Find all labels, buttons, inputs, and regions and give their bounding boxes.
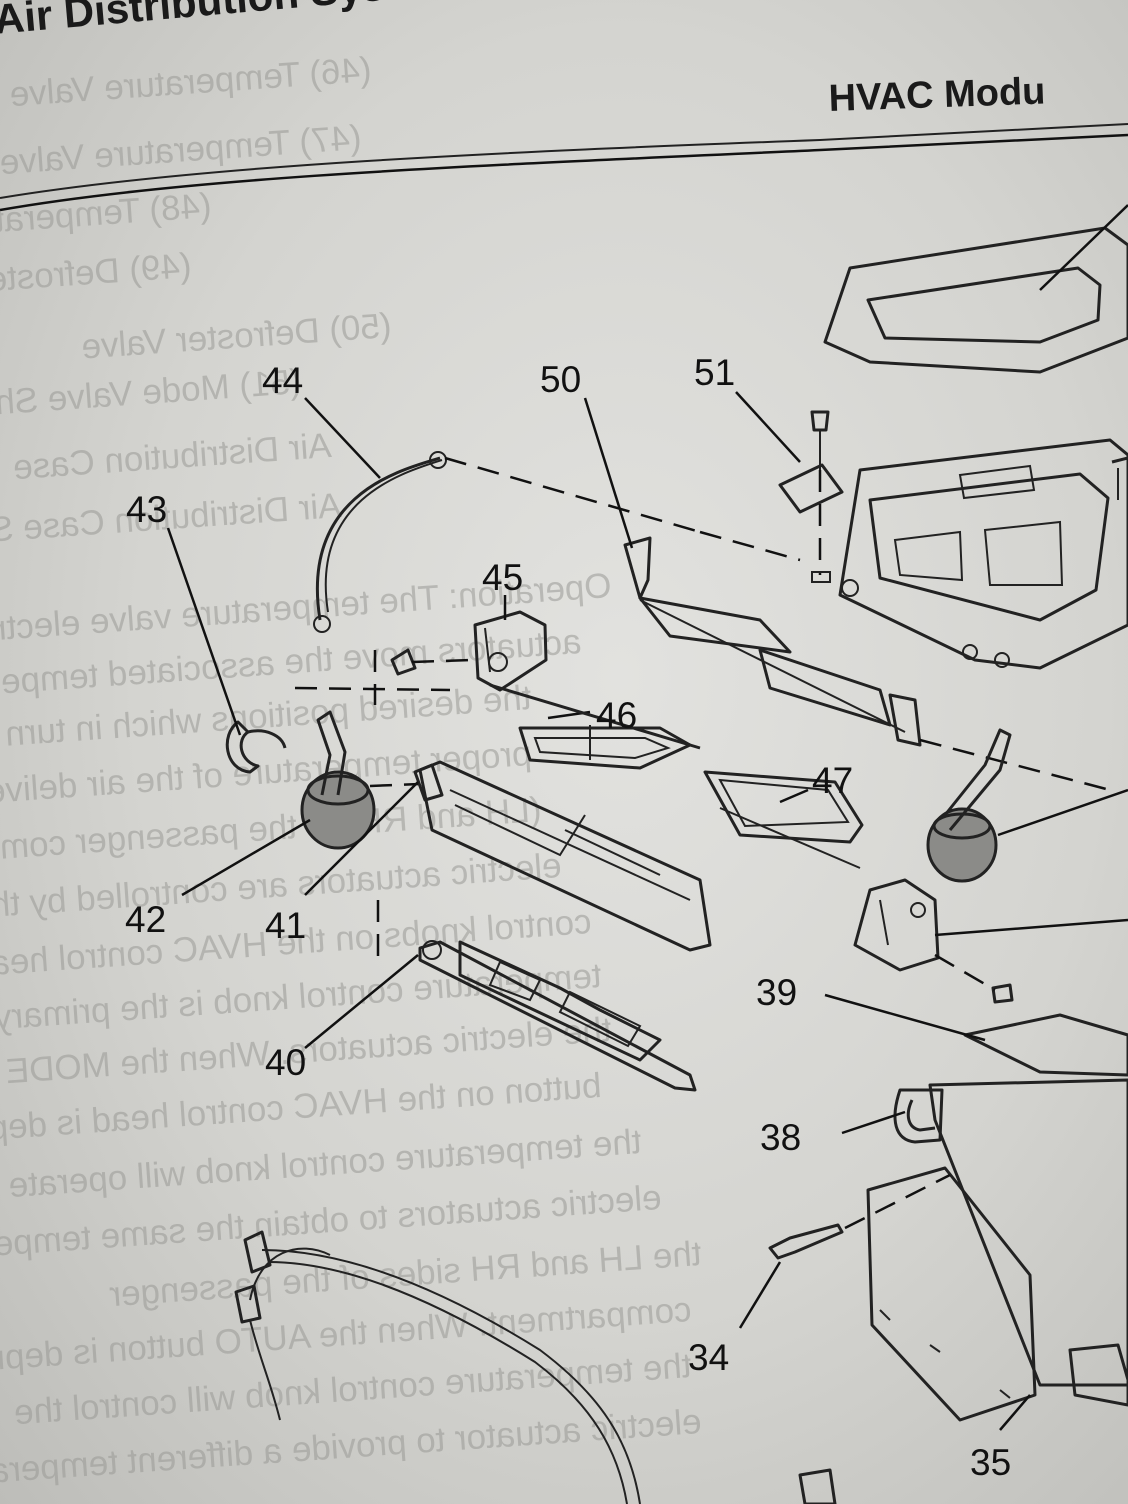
leader-line: [997, 788, 1128, 837]
leader-line: [738, 1261, 782, 1329]
leader-line: [999, 1394, 1031, 1431]
part-43-clip: [166, 527, 287, 774]
part-47-temperature-valve-rh: [703, 770, 864, 869]
part-51-mode-valve-shaft-bracket: [735, 391, 844, 583]
leader-line: [304, 954, 419, 1049]
leader-line: [181, 818, 311, 897]
callout-41: 41: [265, 905, 306, 946]
header-rule: [0, 123, 1128, 212]
part-hvac-module-top: [823, 204, 1128, 374]
part-44-link: [304, 397, 701, 633]
callout-45: 45: [482, 557, 523, 598]
callout-35: 35: [970, 1442, 1011, 1483]
leader-line: [304, 397, 381, 479]
part-42-vacuum-actuator: [181, 650, 421, 897]
callout-42: 42: [125, 899, 166, 940]
leader-line: [841, 1110, 906, 1135]
part-41-mode-valve: [304, 760, 712, 952]
leader-line: [166, 527, 242, 736]
leader-line: [735, 391, 801, 463]
part-34-screw: [738, 1173, 951, 1329]
callout-47: 47: [812, 760, 853, 801]
callout-50: 50: [540, 359, 581, 400]
leader-line: [1039, 204, 1128, 291]
part-39-seal: [824, 993, 1128, 1077]
callout-40: 40: [265, 1042, 306, 1083]
leader-line: [304, 781, 419, 896]
callout-labels: 44 50 51 43 45 46 47 42 41 39 40 38 34 3…: [125, 352, 1011, 1483]
leader-line: [934, 918, 1128, 937]
callout-34: 34: [688, 1337, 729, 1378]
callout-38: 38: [760, 1117, 801, 1158]
part-45-46-temperature-valve-lh: [294, 595, 701, 770]
callout-44: 44: [262, 360, 303, 401]
part-38-evaporator-core: [841, 1078, 1128, 1387]
leader-line: [779, 788, 809, 804]
callout-43: 43: [126, 489, 167, 530]
callout-51: 51: [694, 352, 735, 393]
callout-39: 39: [756, 972, 797, 1013]
part-vacuum-harness: [234, 1230, 837, 1504]
part-48-electric-actuator: [853, 878, 1128, 1004]
part-49-vacuum-actuator-rh: [926, 728, 1128, 883]
part-35-cover-plate: [866, 1166, 1128, 1431]
callout-46: 46: [596, 695, 637, 736]
part-40-mode-valve-lower: [304, 900, 697, 1092]
leader-line: [824, 993, 986, 1042]
part-50-defroster-valve: [583, 397, 1111, 792]
part-air-distribution-case: [838, 438, 1128, 670]
leader-line: [583, 397, 634, 549]
